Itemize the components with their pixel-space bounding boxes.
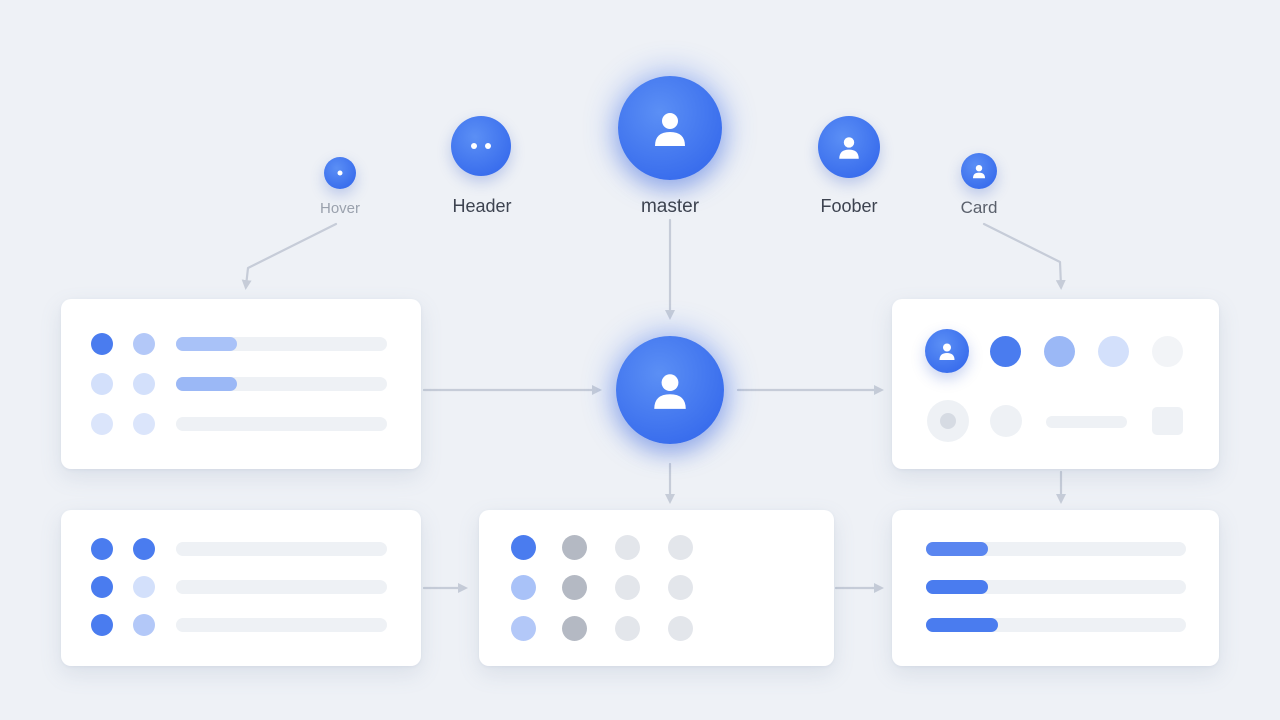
hover-node[interactable] bbox=[324, 157, 356, 189]
header-node[interactable] bbox=[451, 116, 511, 176]
status-dot bbox=[91, 413, 113, 435]
grid-dot bbox=[511, 535, 536, 560]
status-dot bbox=[91, 373, 113, 395]
grid-dot bbox=[615, 575, 640, 600]
grid-dot bbox=[562, 616, 587, 641]
grid-dot bbox=[668, 575, 693, 600]
user-icon bbox=[973, 165, 985, 179]
grid-dot bbox=[615, 535, 640, 560]
bottom-right-card[interactable] bbox=[892, 510, 1219, 666]
status-dot bbox=[133, 373, 155, 395]
hub-node[interactable] bbox=[616, 336, 724, 444]
color-swatch bbox=[990, 336, 1021, 367]
connector-card-to-right-card bbox=[982, 222, 1066, 290]
bottom-middle-card[interactable] bbox=[479, 510, 834, 666]
grid-dot bbox=[511, 575, 536, 600]
grid-dot bbox=[562, 575, 587, 600]
progress-track bbox=[926, 580, 1186, 594]
avatar bbox=[925, 329, 969, 373]
status-dot bbox=[133, 614, 155, 636]
grid-dot bbox=[615, 616, 640, 641]
status-dot bbox=[133, 413, 155, 435]
progress-track bbox=[176, 618, 387, 632]
checkbox-square bbox=[1152, 407, 1183, 435]
progress-track bbox=[926, 542, 1186, 556]
grid-dot bbox=[668, 616, 693, 641]
progress-fill bbox=[926, 542, 988, 556]
radio-inner bbox=[940, 413, 956, 429]
progress-track bbox=[176, 417, 387, 431]
user-icon bbox=[654, 374, 686, 409]
grid-dot bbox=[668, 535, 693, 560]
progress-fill bbox=[926, 618, 998, 632]
progress-fill bbox=[176, 337, 237, 351]
connector-hover-to-left-card bbox=[241, 222, 338, 290]
bottom-left-card[interactable] bbox=[61, 510, 421, 666]
color-swatch bbox=[1098, 336, 1129, 367]
progress-fill bbox=[926, 580, 988, 594]
status-dot bbox=[91, 333, 113, 355]
top-right-card[interactable] bbox=[892, 299, 1219, 469]
card-node[interactable] bbox=[961, 153, 997, 189]
status-dot bbox=[133, 333, 155, 355]
toggle-knob bbox=[990, 405, 1022, 437]
top-left-card[interactable] bbox=[61, 299, 421, 469]
color-swatch bbox=[1152, 336, 1183, 367]
status-dot bbox=[133, 538, 155, 560]
grid-dot bbox=[511, 616, 536, 641]
user-icon bbox=[839, 137, 859, 159]
status-dot bbox=[91, 538, 113, 560]
status-dot bbox=[91, 576, 113, 598]
ellipsis-icon bbox=[471, 143, 491, 149]
status-dot bbox=[133, 576, 155, 598]
header-label: Header bbox=[452, 196, 512, 216]
master-node[interactable] bbox=[618, 76, 722, 180]
foober-node[interactable] bbox=[818, 116, 880, 178]
slider-track bbox=[1046, 416, 1127, 428]
dot-icon bbox=[337, 170, 343, 176]
user-icon bbox=[655, 113, 685, 146]
progress-fill bbox=[176, 377, 237, 391]
grid-dot bbox=[562, 535, 587, 560]
progress-track bbox=[176, 580, 387, 594]
color-swatch bbox=[1044, 336, 1075, 367]
user-icon bbox=[939, 343, 955, 360]
master-label: master bbox=[640, 196, 700, 217]
hover-label: Hover bbox=[319, 200, 361, 217]
foober-label: Foober bbox=[820, 196, 878, 216]
status-dot bbox=[91, 614, 113, 636]
progress-track bbox=[176, 542, 387, 556]
card-label: Card bbox=[960, 198, 998, 217]
